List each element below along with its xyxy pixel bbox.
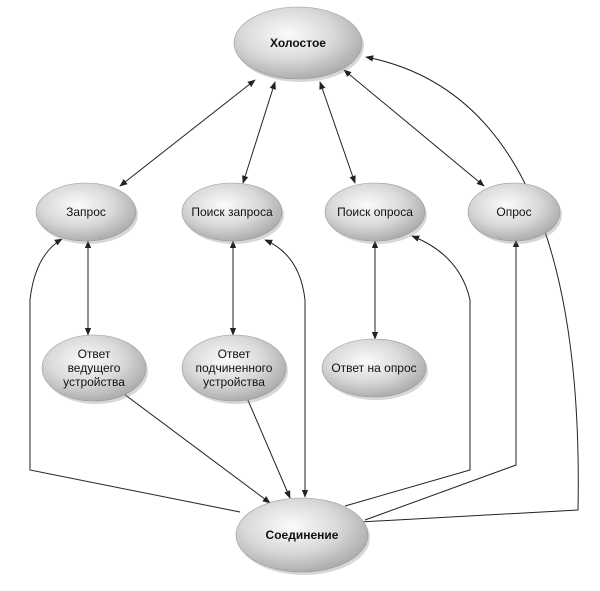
- node-connection: Соединение: [235, 497, 370, 575]
- node-page-response: Ответ на опрос: [321, 338, 428, 400]
- node-label: Ответ на опрос: [331, 361, 416, 375]
- node-inquiry-scan: Поиск запроса: [181, 182, 284, 244]
- node-label: подчиненного: [196, 361, 273, 375]
- node-inquiry: Запрос: [35, 182, 138, 244]
- node-label: устройства: [63, 375, 125, 389]
- node-label: Запрос: [66, 205, 106, 219]
- edge-idle-to-inquiry-scan: [242, 81, 276, 184]
- node-label: Опрос: [496, 205, 531, 219]
- node-idle: Холостое: [233, 6, 364, 82]
- node-ellipse: [233, 6, 363, 80]
- node-label: Ответ: [218, 347, 251, 361]
- edge-connection-to-idle: [359, 55, 579, 523]
- node-ellipse: [35, 182, 137, 242]
- node-ellipse: [235, 497, 369, 573]
- node-page: Опрос: [467, 182, 562, 244]
- node-ellipse: [181, 334, 287, 402]
- node-ellipse: [41, 334, 147, 402]
- edge-slave-response-to-connection: [246, 397, 291, 499]
- edge-master-response-to-connection: [123, 393, 271, 504]
- node-ellipse: [324, 182, 426, 242]
- edge-idle-to-page: [343, 69, 485, 187]
- node-label: ведущего: [68, 361, 121, 375]
- edge-connection-to-page-scan: [344, 235, 471, 507]
- node-ellipse: [321, 338, 427, 398]
- edge-idle-to-inquiry: [119, 79, 256, 187]
- node-ellipse: [181, 182, 283, 242]
- edge-connection-to-inquiry: [29, 238, 241, 513]
- edges-layer: [29, 55, 579, 523]
- edge-inquiry-scan-to-connection: [264, 239, 309, 498]
- node-label: устройства: [203, 375, 265, 389]
- node-label: Поиск запроса: [191, 205, 273, 219]
- node-ellipse: [467, 182, 561, 242]
- node-label: Ответ: [78, 347, 111, 361]
- edge-idle-to-page-scan: [319, 81, 356, 184]
- node-label: Соединение: [266, 528, 339, 542]
- node-label: Поиск опроса: [337, 205, 413, 219]
- node-page-scan: Поиск опроса: [324, 182, 427, 244]
- edge-connection-to-page: [364, 239, 520, 521]
- node-label: Холостое: [270, 36, 326, 50]
